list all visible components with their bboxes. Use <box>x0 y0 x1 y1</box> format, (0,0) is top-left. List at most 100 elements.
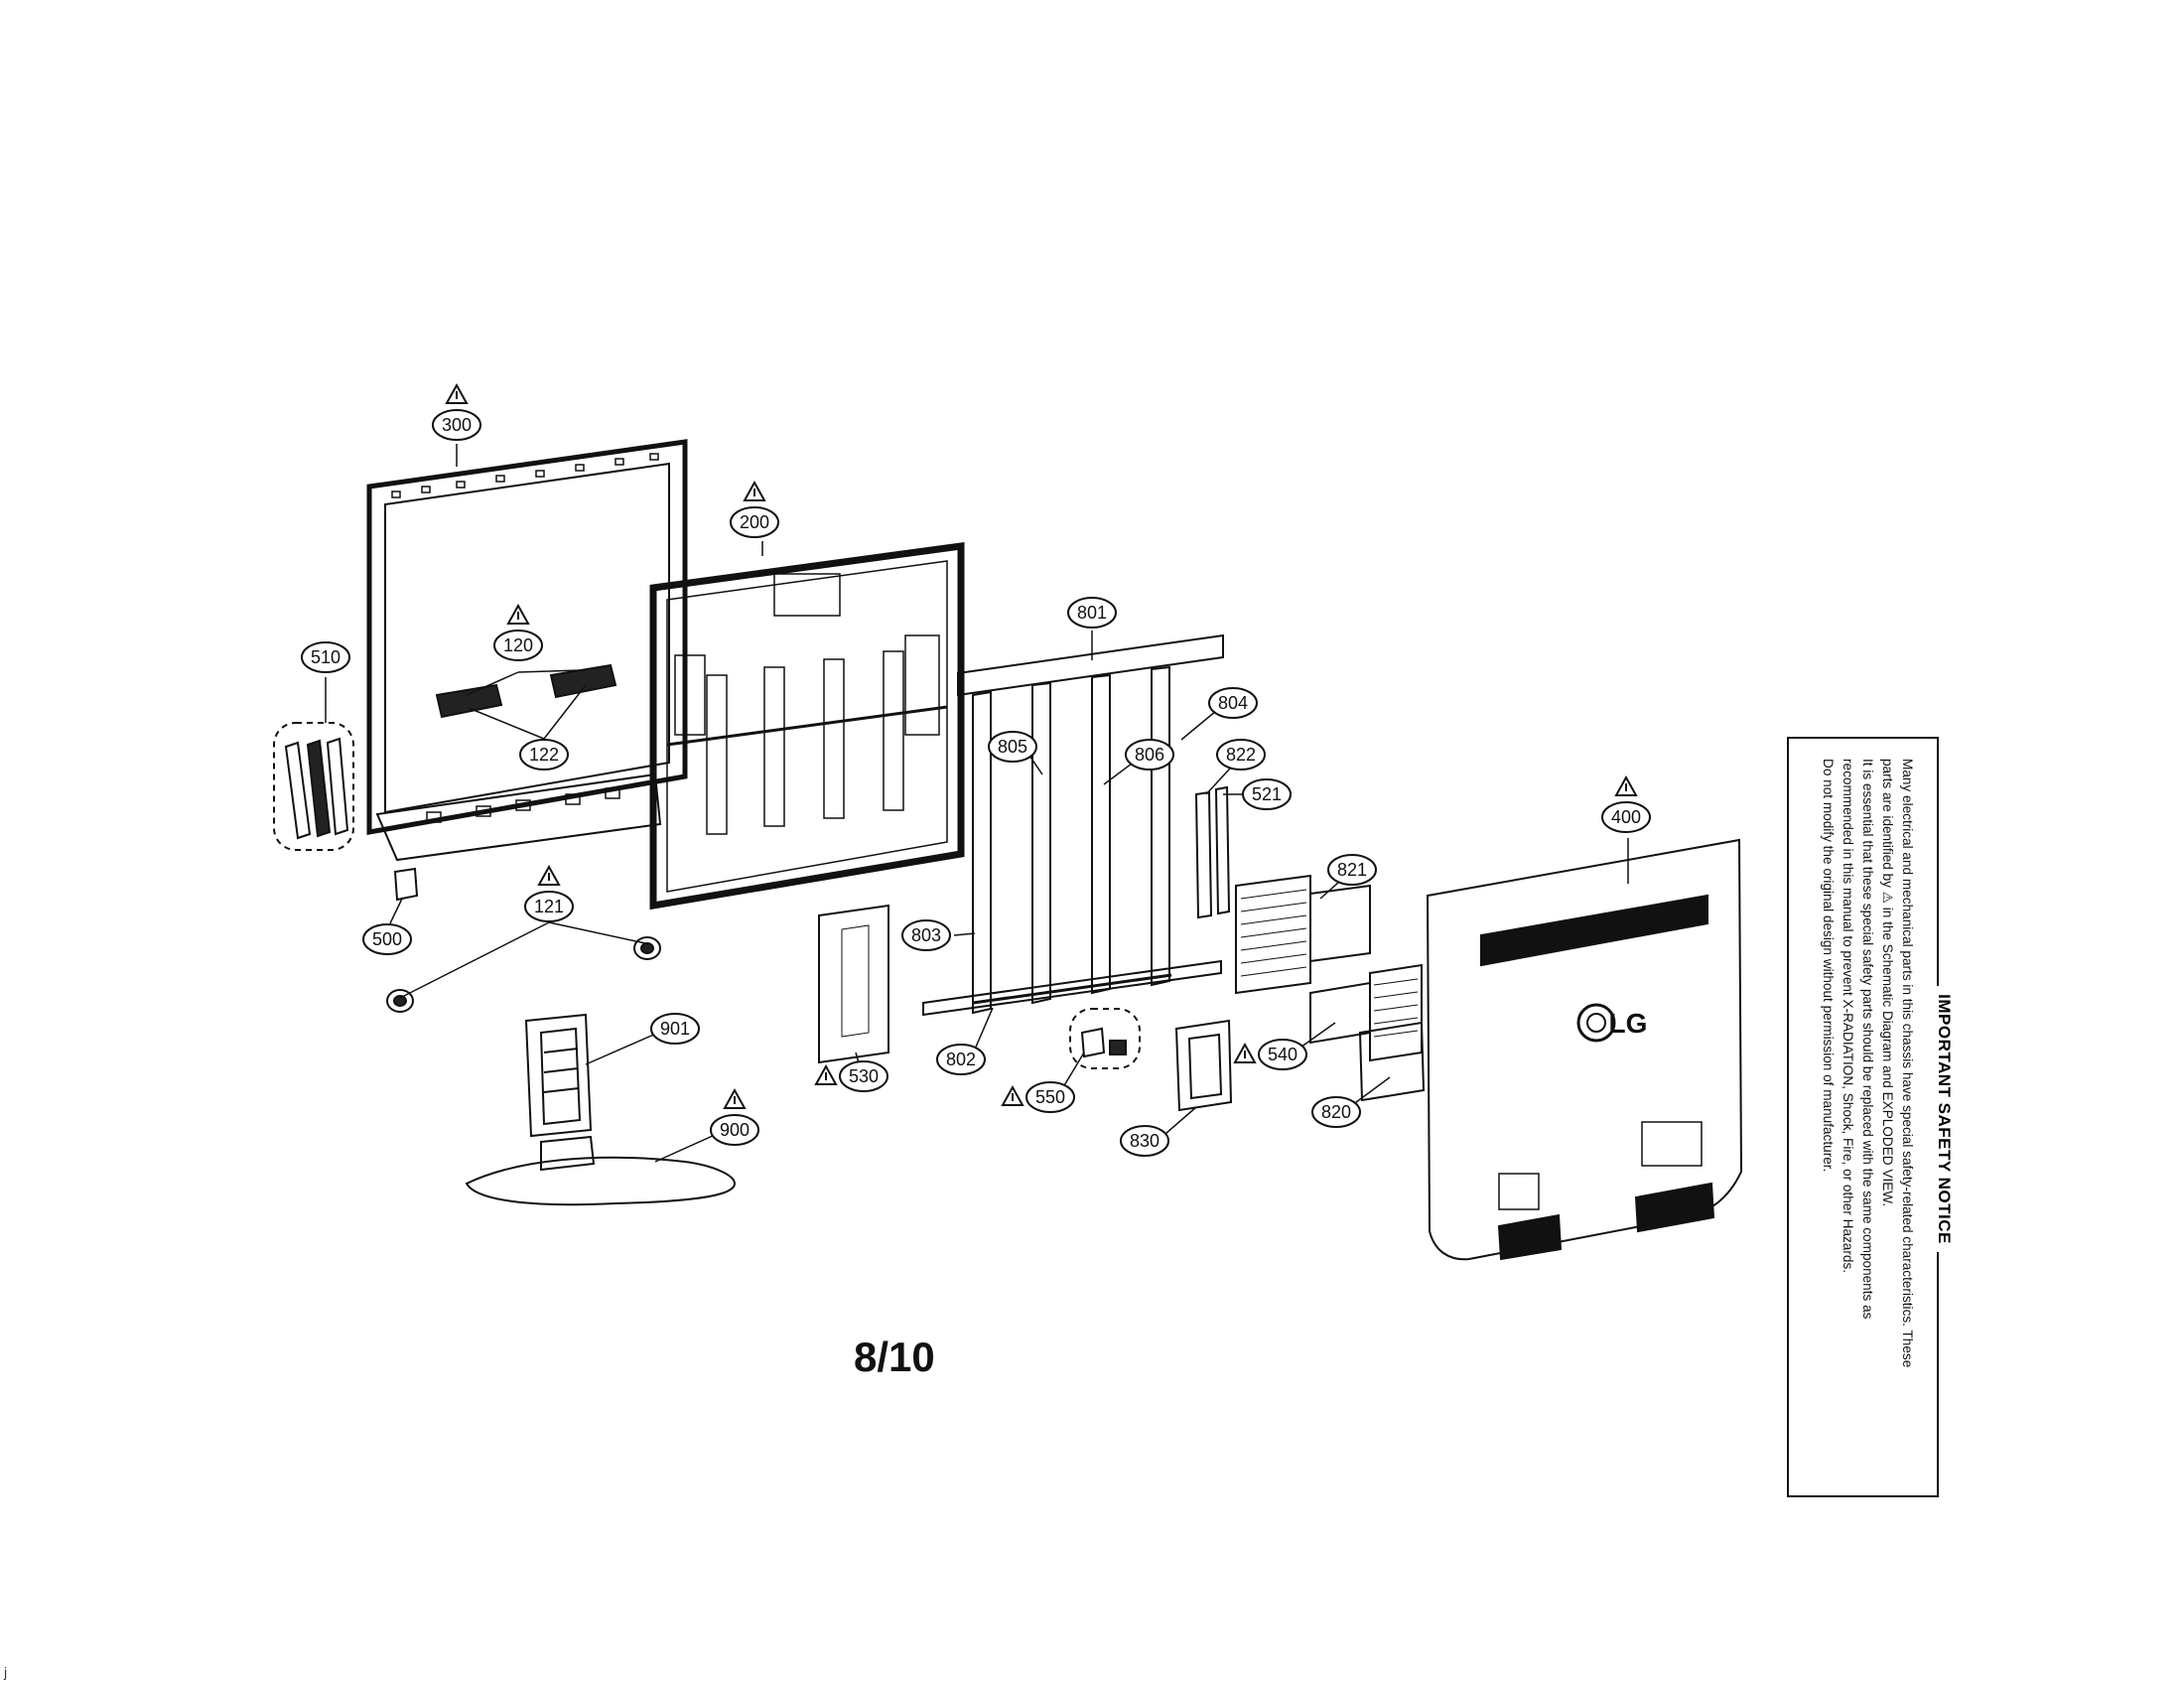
corner-mark: j <box>4 1664 8 1680</box>
callout-circle <box>839 1060 888 1092</box>
part-830-bracket <box>1174 1019 1233 1112</box>
important-safety-notice: IMPORTANT SAFETY NOTICE Many electrical … <box>1787 737 1954 1499</box>
callout-820: 820 <box>1311 1096 1361 1128</box>
notice-line-2: parts are identified by ⚠ in the Schemat… <box>1880 759 1895 1207</box>
callout-200: 200 <box>730 480 779 538</box>
callout-circle <box>1025 1081 1075 1113</box>
callout-805: 805 <box>988 731 1037 763</box>
notice-line-4: recommended in this manual to prevent X-… <box>1841 759 1855 1274</box>
callout-500: 500 <box>362 923 412 955</box>
callout-822: 822 <box>1216 739 1266 771</box>
part-500 <box>393 867 419 902</box>
lg-logo: LG <box>1609 1008 1648 1039</box>
notice-line-3: It is essential that these special safet… <box>1860 759 1875 1320</box>
callout-circle <box>301 641 350 673</box>
callout-circle <box>730 506 779 538</box>
warning-triangle-icon <box>506 603 530 625</box>
callout-circle <box>1125 739 1174 771</box>
callout-label: 500 <box>372 929 402 949</box>
callout-label: 806 <box>1135 745 1164 765</box>
part-550-group <box>1069 1008 1141 1069</box>
callout-806: 806 <box>1125 739 1174 771</box>
callout-circle <box>519 739 569 771</box>
callout-layer: 300 200 120 122 510 500 121 901 900 530 801 804 805 8… <box>301 382 1651 1157</box>
callout-circle <box>1216 739 1266 771</box>
part-901-stand-neck <box>524 1013 593 1138</box>
part-300-front-bezel <box>366 439 688 862</box>
callout-circle <box>936 1044 986 1075</box>
callout-label: 510 <box>311 647 341 667</box>
warning-triangle-icon <box>743 480 766 501</box>
notice-rotated-content: IMPORTANT SAFETY NOTICE Many electrical … <box>1789 739 1954 1499</box>
callout-label: 300 <box>442 415 472 435</box>
callout-label: 801 <box>1077 603 1107 623</box>
callout-804: 804 <box>1208 687 1258 719</box>
part-400-back-cover <box>1426 838 1743 1261</box>
callout-circle <box>362 923 412 955</box>
callout-circle <box>1120 1125 1169 1157</box>
callout-300: 300 <box>432 382 481 441</box>
warning-triangle-icon <box>723 1087 747 1109</box>
callout-802: 802 <box>936 1044 986 1075</box>
callout-label: 830 <box>1130 1131 1160 1151</box>
callout-120: 120 <box>493 603 543 661</box>
callout-400: 400 <box>1601 774 1651 833</box>
callout-circle <box>1242 778 1292 810</box>
warning-triangle-icon <box>1614 774 1638 796</box>
callout-circle <box>988 731 1037 763</box>
callout-label: 804 <box>1218 693 1248 713</box>
callout-label: 820 <box>1321 1102 1351 1122</box>
callout-label: 540 <box>1268 1045 1297 1064</box>
callout-label: 120 <box>503 635 533 655</box>
callout-circle <box>524 891 574 922</box>
callout-801: 801 <box>1067 597 1117 629</box>
callout-label: 901 <box>660 1019 690 1039</box>
page-number: 8/10 <box>854 1333 935 1380</box>
callout-122: 122 <box>519 739 569 771</box>
callout-label: 550 <box>1035 1087 1065 1107</box>
callout-900: 900 <box>710 1087 759 1146</box>
part-121-knobs <box>386 936 661 1013</box>
callout-label: 200 <box>740 512 769 532</box>
part-120-122-brackets <box>435 663 617 719</box>
callout-circle <box>432 409 481 441</box>
callout-121: 121 <box>524 864 574 922</box>
part-530-sheet <box>818 904 889 1064</box>
part-900-stand-base <box>465 1135 737 1206</box>
callout-901: 901 <box>650 1013 700 1045</box>
callout-label: 530 <box>849 1066 879 1086</box>
callout-label: 805 <box>998 737 1027 757</box>
callout-510: 510 <box>301 641 350 673</box>
callout-circle <box>1327 854 1377 886</box>
notice-title: IMPORTANT SAFETY NOTICE <box>1935 986 1954 1252</box>
callout-540: 540 <box>1233 1039 1307 1070</box>
callout-circle <box>1601 801 1651 833</box>
warning-triangle-icon <box>1233 1042 1257 1063</box>
callout-circle <box>1208 687 1258 719</box>
callout-circle <box>1258 1039 1307 1070</box>
leader-lines <box>325 444 1629 1163</box>
callout-label: 803 <box>911 925 941 945</box>
warning-triangle-icon <box>445 382 469 404</box>
callout-label: 121 <box>534 897 564 916</box>
part-80x-frame <box>922 633 1231 1017</box>
callout-label: 400 <box>1611 807 1641 827</box>
callout-circle <box>493 630 543 661</box>
callout-label: 122 <box>529 745 559 765</box>
callout-830: 830 <box>1120 1125 1169 1157</box>
callout-circle <box>710 1114 759 1146</box>
part-821-board <box>1235 874 1371 995</box>
callout-circle <box>1067 597 1117 629</box>
callout-circle <box>650 1013 700 1045</box>
warning-triangle-icon <box>1001 1084 1024 1106</box>
callout-circle <box>1311 1096 1361 1128</box>
warning-triangle-icon <box>537 864 561 886</box>
callout-label: 802 <box>946 1050 976 1069</box>
callout-label: 521 <box>1252 784 1282 804</box>
callout-530: 530 <box>814 1060 888 1092</box>
notice-body: Many electrical and mechanical parts in … <box>1818 759 1917 1479</box>
notice-line-5: Do not modify the original design withou… <box>1821 759 1836 1173</box>
part-200-lcd-panel <box>649 541 965 911</box>
callout-821: 821 <box>1327 854 1377 886</box>
